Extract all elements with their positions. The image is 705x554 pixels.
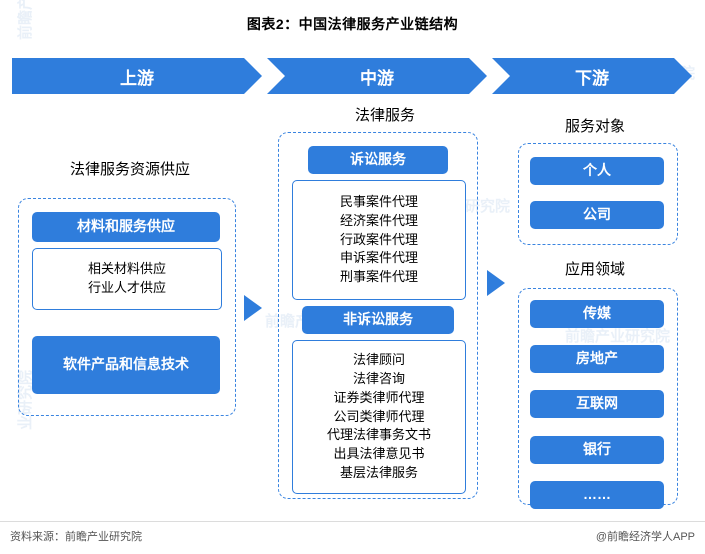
upstream-container [18,198,236,416]
midstream-nl-item-2: 证券类律师代理 [333,389,425,405]
downstream-objects-container [518,143,678,245]
source-note: 资料来源：前瞻产业研究院 [10,531,142,543]
midstream-item-3: 申诉案件代理 [339,250,418,266]
midstream-nl-item-0: 法律顾问 [352,352,405,368]
arrow-upstream-to-midstream [244,295,262,321]
midstream-container [278,132,478,499]
footer-divider [0,521,705,522]
midstream-nl-item-6: 基层法律服务 [339,465,418,481]
downstream-object-1[interactable]: 公司 [530,201,664,229]
downstream-heading-fields: 应用领域 [564,261,625,278]
downstream-field-4[interactable]: …… [530,481,664,509]
stage-banner: 上游 中游 下游 [12,58,692,94]
upstream-group1-header[interactable]: 材料和服务供应 [32,212,220,242]
midstream-nl-item-1: 法律咨询 [352,370,405,386]
downstream-field-0[interactable]: 传媒 [530,300,664,328]
stage-upstream[interactable]: 上游 [12,58,262,94]
midstream-group2-header[interactable]: 非诉讼服务 [302,306,454,334]
credit-note: @前瞻经济学人APP [595,531,695,543]
midstream-item-0: 民事案件代理 [339,193,418,209]
arrow-midstream-to-downstream [487,270,505,296]
upstream-heading: 法律服务资源供应 [69,161,190,178]
upstream-group2[interactable]: 软件产品和信息技术 [32,336,220,394]
midstream-heading: 法律服务 [354,107,415,124]
midstream-nonlitigation-list: 法律顾问 法律咨询 证券类律师代理 公司类律师代理 代理法律事务文书 出具法律意… [292,340,466,494]
downstream-object-0[interactable]: 个人 [530,157,664,185]
upstream-item-0: 相关材料供应 [87,261,166,277]
midstream-item-1: 经济案件代理 [339,212,418,228]
downstream-field-3[interactable]: 银行 [530,436,664,464]
upstream-item-1: 行业人才供应 [87,280,166,295]
midstream-item-4: 刑事案件代理 [339,269,418,285]
midstream-nl-item-5: 出具法律意见书 [333,446,425,462]
page-title: 图表2：中国法律服务产业链结构 [246,16,459,32]
midstream-item-2: 行政案件代理 [339,231,418,247]
midstream-group1-header[interactable]: 诉讼服务 [308,146,448,174]
downstream-heading-objects: 服务对象 [564,118,625,135]
upstream-group1-items: 相关材料供应 行业人才供应 [32,248,222,310]
midstream-nl-item-4: 代理法律事务文书 [326,427,431,443]
midstream-nl-item-3: 公司类律师代理 [333,408,425,424]
downstream-field-2[interactable]: 互联网 [530,390,664,418]
midstream-litigation-list: 民事案件代理 经济案件代理 行政案件代理 申诉案件代理 刑事案件代理 [292,180,466,300]
downstream-field-1[interactable]: 房地产 [530,345,664,373]
stage-downstream[interactable]: 下游 [492,58,692,94]
stage-midstream[interactable]: 中游 [267,58,487,94]
